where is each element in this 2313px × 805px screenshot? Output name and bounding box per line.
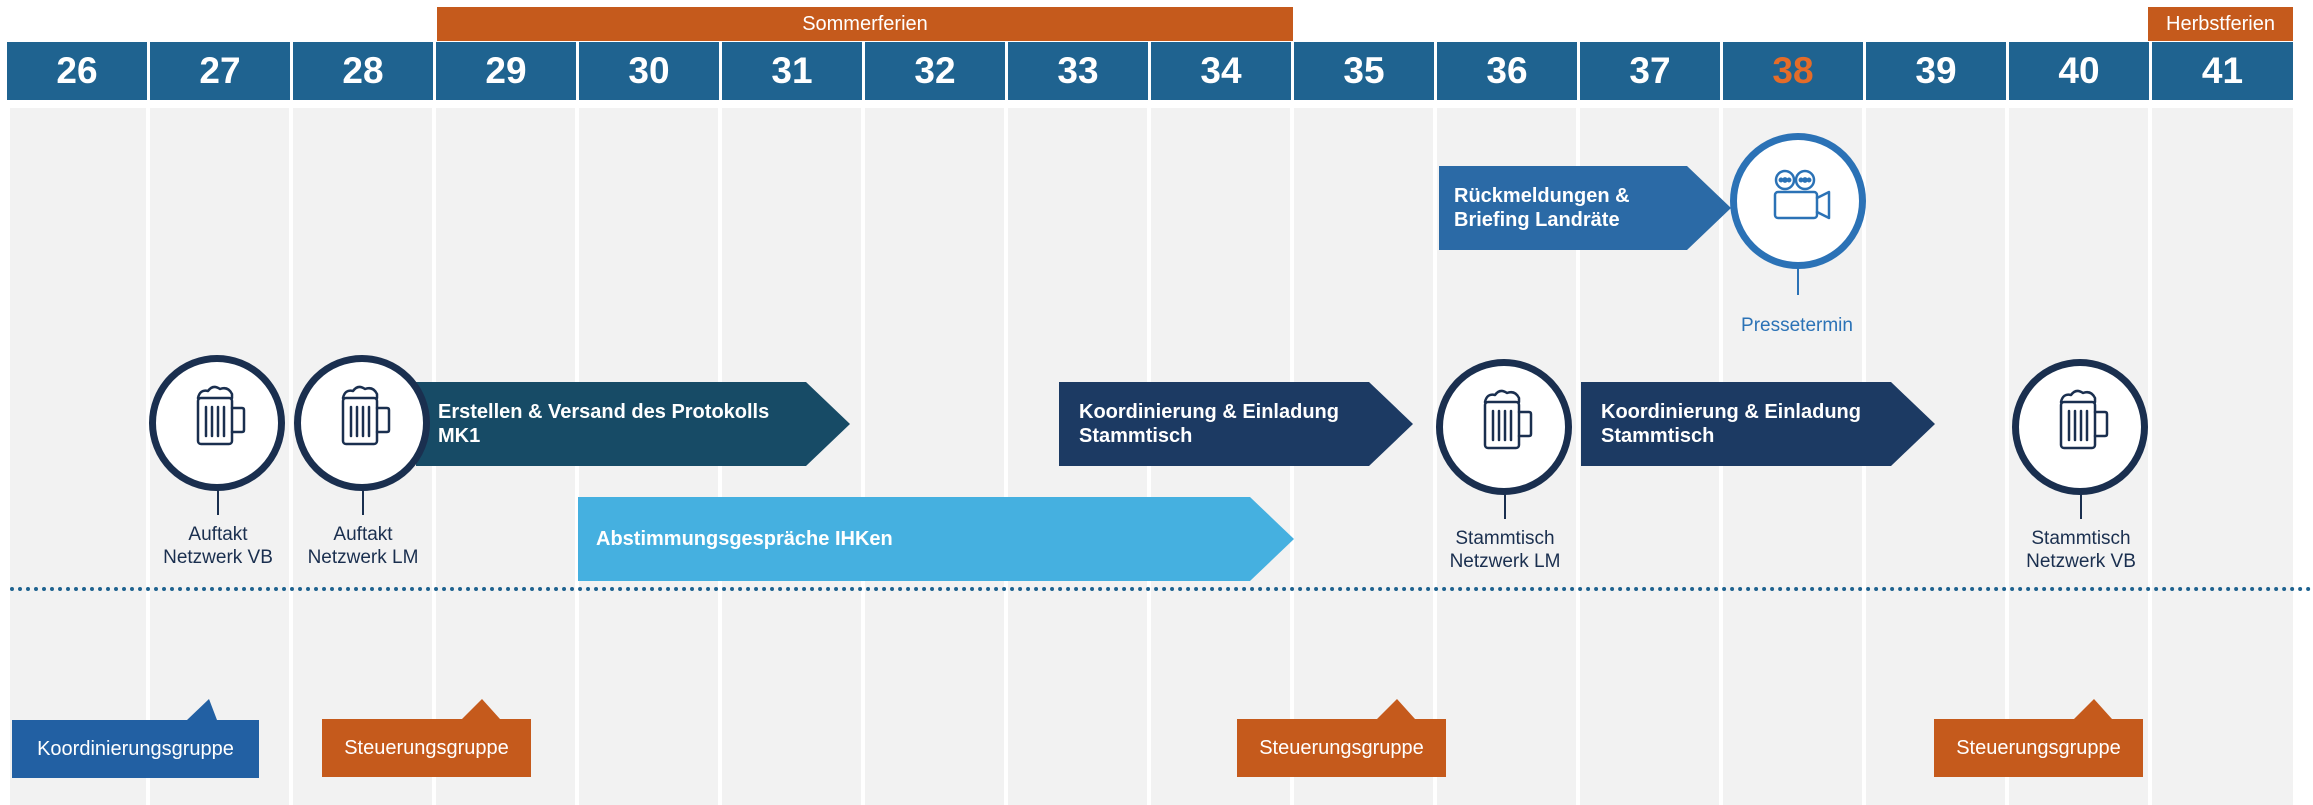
group-label: Koordinierungsgruppe [37, 738, 234, 760]
event-circle [1436, 359, 1572, 495]
group-callout-shape [1934, 699, 2143, 777]
event-label-line1: Stammtisch [1455, 528, 1555, 549]
task-arrow-rueckmeldungen: Rückmeldungen & Briefing Landräte [1439, 166, 1731, 250]
summer-holiday-band: Sommerferien [437, 7, 1293, 41]
event-label-line2: Netzwerk VB [163, 547, 273, 568]
group-callout-shape [12, 699, 259, 778]
group-steuerungsgruppe-3: Steuerungsgruppe [1934, 699, 2143, 777]
week-column [10, 108, 146, 805]
event-circle [149, 355, 285, 491]
week-number: 26 [7, 42, 147, 100]
arrow-shape [416, 382, 850, 466]
week-number: 31 [722, 42, 862, 100]
week-number: 33 [1008, 42, 1148, 100]
week-number: 29 [436, 42, 576, 100]
press-label: Pressetermin [1741, 315, 1853, 336]
arrow-shape [1581, 382, 1935, 466]
task-arrow-protokoll: Erstellen & Versand des Protokolls MK1 [416, 382, 850, 466]
week-number: 27 [150, 42, 290, 100]
section-divider [10, 587, 2313, 591]
week-number: 36 [1437, 42, 1577, 100]
group-label: Steuerungsgruppe [1956, 737, 2121, 759]
autumn-holiday-band: Herbstferien [2148, 7, 2293, 41]
arrow-shape [1439, 166, 1731, 250]
week-number: 35 [1294, 42, 1434, 100]
week-number: 39 [1866, 42, 2006, 100]
beer-mug-icon [2059, 389, 2109, 450]
task-label: Abstimmungsgespräche IHKen [596, 528, 893, 550]
event-stem [2080, 493, 2082, 519]
event-stem [362, 489, 364, 515]
week-column [865, 108, 1004, 805]
week-number: 41 [2152, 42, 2293, 100]
group-callout-shape [1237, 699, 1446, 777]
task-label: Koordinierung & Einladung Stammtisch [1079, 401, 1339, 447]
press-stem [1797, 267, 1799, 295]
group-callout-shape [322, 699, 531, 777]
event-circle [2012, 359, 2148, 495]
task-arrow-abstimmung: Abstimmungsgespräche IHKen [578, 497, 1294, 581]
week-number-highlighted: 38 [1723, 42, 1863, 100]
press-circle [1730, 133, 1866, 269]
arrow-shape [578, 497, 1294, 581]
group-koordinierungsgruppe: Koordinierungsgruppe [12, 699, 259, 778]
beer-mug-icon [196, 385, 246, 446]
group-label: Steuerungsgruppe [1259, 737, 1424, 759]
event-label-line1: Auftakt [188, 524, 248, 545]
task-label: Rückmeldungen & Briefing Landräte [1454, 185, 1630, 231]
week-number: 34 [1151, 42, 1291, 100]
group-steuerungsgruppe-2: Steuerungsgruppe [1237, 699, 1446, 777]
week-number: 28 [293, 42, 433, 100]
event-stem [1504, 493, 1506, 519]
task-label: Erstellen & Versand des Protokolls MK1 [438, 401, 770, 447]
week-number: 40 [2009, 42, 2149, 100]
group-label: Steuerungsgruppe [344, 737, 509, 759]
beer-mug-icon [341, 385, 391, 446]
video-camera-icon [1773, 169, 1831, 220]
group-steuerungsgruppe-1: Steuerungsgruppe [322, 699, 531, 777]
week-number: 32 [865, 42, 1005, 100]
arrow-shape [1059, 382, 1413, 466]
week-number: 30 [579, 42, 719, 100]
week-number: 37 [1580, 42, 1720, 100]
task-arrow-koordinierung-2: Koordinierung & Einladung Stammtisch [1581, 382, 1935, 466]
task-arrow-koordinierung-1: Koordinierung & Einladung Stammtisch [1059, 382, 1413, 466]
event-stem [217, 489, 219, 515]
event-label-line2: Netzwerk VB [2026, 551, 2136, 572]
event-label-line1: Auftakt [333, 524, 393, 545]
event-circle [294, 355, 430, 491]
week-column [2152, 108, 2293, 805]
beer-mug-icon [1483, 389, 1533, 450]
event-label-line2: Netzwerk LM [1449, 551, 1561, 572]
event-label-line2: Netzwerk LM [307, 547, 419, 568]
task-label: Koordinierung & Einladung Stammtisch [1601, 401, 1861, 447]
event-label-line1: Stammtisch [2031, 528, 2131, 549]
